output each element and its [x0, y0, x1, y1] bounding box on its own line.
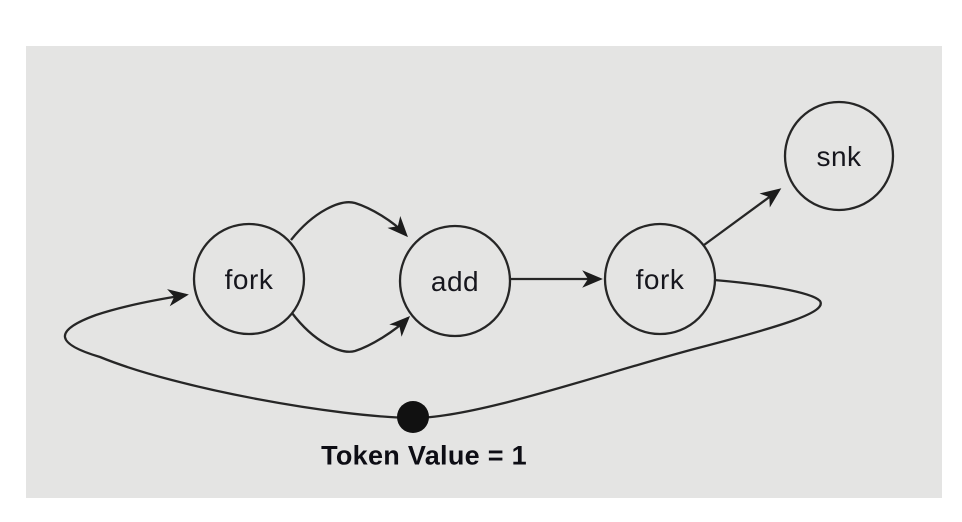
edge-fork2-fork1-feedback [63, 278, 822, 420]
node-fork1-label: fork [224, 264, 274, 295]
token-dot [397, 401, 429, 433]
node-add-circle [398, 224, 512, 338]
node-fork2-circle [603, 222, 717, 336]
node-fork2-label: fork [635, 264, 685, 295]
diagram-background-panel [26, 46, 942, 498]
edge-fork1-add-lower [291, 312, 411, 353]
edge-fork2-snk [703, 188, 782, 246]
token-value-caption: Token Value = 1 [321, 440, 527, 471]
node-fork1-circle [192, 222, 306, 336]
edge-fork1-add-upper [290, 201, 408, 241]
node-snk-label: snk [816, 141, 862, 172]
node-add-label: add [430, 266, 480, 297]
node-snk-circle [783, 100, 895, 212]
